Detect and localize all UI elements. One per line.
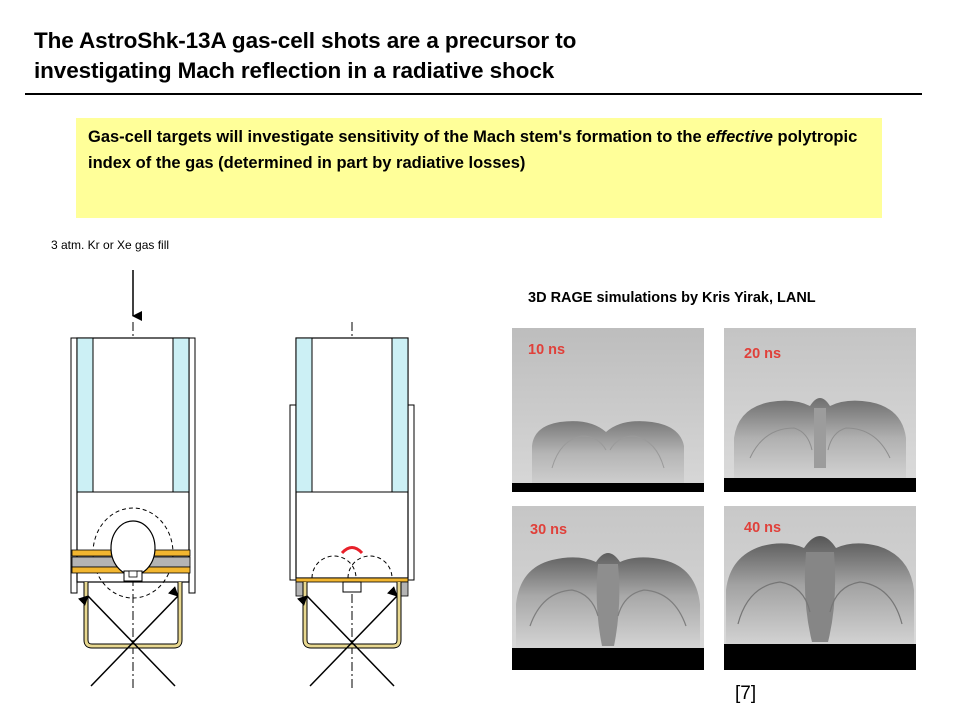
target-left <box>70 322 196 690</box>
callout-emphasis: effective <box>706 128 773 146</box>
citation: [7] <box>735 683 757 704</box>
sim-image-10ns <box>512 328 704 492</box>
sim-panel-20ns: 20 ns <box>724 328 916 492</box>
sim-panel-30ns: 30 ns <box>512 506 704 670</box>
title-underline <box>25 93 922 95</box>
title-line-1: The AstroShk-13A gas-cell shots are a pr… <box>34 28 577 53</box>
panel-time-10ns: 10 ns <box>528 342 566 358</box>
gas-fill-label: 3 atm. Kr or Xe gas fill <box>51 238 170 252</box>
sim-image-20ns <box>724 328 916 492</box>
sim-panel-10ns: 10 ns <box>512 328 704 492</box>
panel-time-40ns: 40 ns <box>744 520 782 536</box>
sim-panel-40ns: 40 ns <box>724 506 916 670</box>
target-right <box>289 322 415 690</box>
mach-stem-arc <box>340 546 364 555</box>
sim-image-30ns <box>512 506 704 670</box>
callout-box: Gas-cell targets will investigate sensit… <box>76 118 882 218</box>
panel-time-20ns: 20 ns <box>744 346 782 362</box>
simulation-caption: 3D RAGE simulations by Kris Yirak, LANL <box>528 290 816 306</box>
panel-time-30ns: 30 ns <box>530 522 568 538</box>
sim-image-40ns <box>724 506 916 670</box>
callout-text-pre: Gas-cell targets will investigate sensit… <box>88 128 707 146</box>
callout-text-post: polytropic index of the gas (determined … <box>88 128 858 172</box>
slide-title: The AstroShk-13A gas-cell shots are a pr… <box>34 26 934 86</box>
title-line-2: investigating Mach reflection in a radia… <box>34 58 555 83</box>
